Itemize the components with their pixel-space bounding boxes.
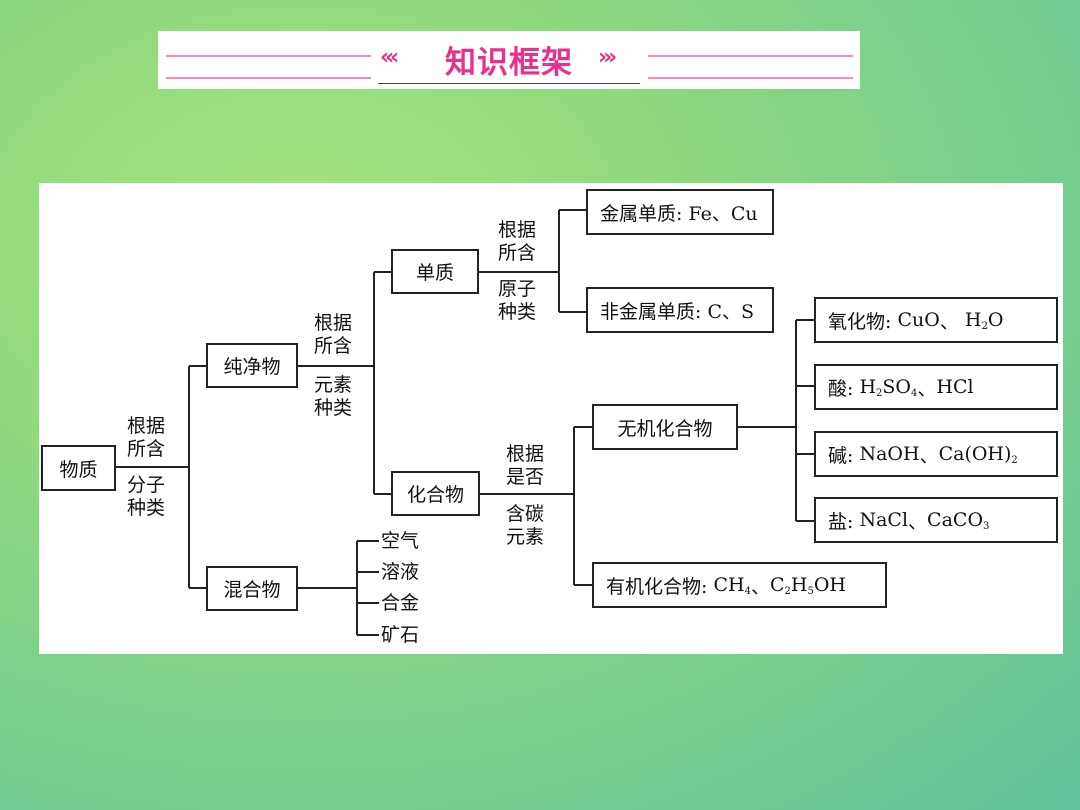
criterion-element-bottom: 元素种类	[314, 374, 353, 419]
formula-naoh: NaOH	[859, 443, 920, 465]
formula-h2o: H2O	[964, 308, 1004, 332]
mixture-example-air: 空气	[381, 530, 420, 552]
mixture-example-alloy: 合金	[381, 592, 420, 614]
node-nonmetal-element: 非金属单质: C、S	[586, 287, 774, 333]
criterion-atom-bottom: 原子种类	[498, 278, 537, 323]
banner-line-right-top	[648, 55, 853, 57]
node-compound: 化合物	[391, 471, 480, 516]
banner-line-left-top	[166, 55, 371, 57]
criterion-molecule-bottom: 分子种类	[127, 474, 166, 519]
node-base-label: 碱:	[828, 444, 854, 467]
node-oxide-label: 氧化物:	[828, 310, 892, 333]
node-organic-label: 有机化合物:	[606, 575, 708, 598]
chevron-right-icon: ›››	[598, 45, 617, 70]
formula-nacl: NaCl	[859, 509, 909, 531]
node-acid: 酸: H2SO4、HCl	[814, 364, 1058, 410]
formula-ch4: CH4	[713, 573, 751, 597]
node-metal-element: 金属单质: Fe、Cu	[586, 189, 774, 235]
criterion-carbon-bottom: 含碳元素	[506, 503, 545, 548]
mixture-example-solution: 溶液	[381, 561, 420, 583]
formula-caoh2: Ca(OH)2	[938, 442, 1018, 466]
banner-line-right-bottom	[648, 77, 853, 79]
node-pure-substance: 纯净物	[206, 343, 298, 388]
title-banner: ‹‹‹ ››› 知识框架	[158, 31, 860, 89]
formula-h2so4: H2SO4	[859, 375, 918, 399]
node-inorganic-label: 无机化合物	[617, 417, 713, 440]
node-oxide: 氧化物: CuO、 H2O	[814, 297, 1058, 343]
formula-caco3: CaCO3	[927, 508, 990, 532]
formula-cuo: CuO	[897, 309, 940, 331]
formula-hcl: HCl	[936, 376, 974, 398]
node-compound-label: 化合物	[406, 484, 464, 506]
chevron-left-icon: ‹‹‹	[380, 45, 399, 70]
node-root-label: 物质	[59, 458, 98, 481]
node-base: 碱: NaOH、Ca(OH)2	[814, 431, 1058, 477]
connector-lines	[116, 209, 814, 636]
criterion-element-top: 根据所含	[314, 312, 353, 357]
node-mixture: 混合物	[206, 566, 298, 611]
criterion-atom-top: 根据所含	[498, 219, 537, 264]
node-metal-element-label: 金属单质: Fe、Cu	[600, 202, 758, 225]
page-title: 知识框架	[445, 45, 573, 81]
node-organic-compound: 有机化合物: CH4、C2H5OH	[592, 562, 887, 608]
banner-underline	[378, 83, 640, 84]
concept-map: 物质 纯净物 混合物 单质 化合物 金属单质: Fe、Cu 非金属单质: C、S…	[39, 183, 1063, 654]
criterion-carbon-top: 根据是否	[506, 443, 545, 488]
node-mixture-label: 混合物	[223, 579, 281, 601]
node-acid-label: 酸:	[828, 377, 854, 400]
node-pure-label: 纯净物	[223, 356, 281, 378]
node-element: 单质	[391, 249, 479, 294]
mixture-example-ore: 矿石	[381, 624, 420, 646]
criterion-molecule-top: 根据所含	[127, 415, 166, 460]
formula-c2h5oh: C2H5OH	[769, 573, 846, 597]
banner-line-left-bottom	[166, 77, 371, 79]
node-root-substance: 物质	[41, 445, 116, 491]
node-inorganic-compound: 无机化合物	[592, 404, 738, 450]
node-salt: 盐: NaCl、CaCO3	[814, 497, 1058, 543]
node-element-label: 单质	[415, 262, 454, 284]
node-nonmetal-element-label: 非金属单质: C、S	[600, 300, 754, 323]
node-salt-label: 盐:	[828, 510, 854, 533]
